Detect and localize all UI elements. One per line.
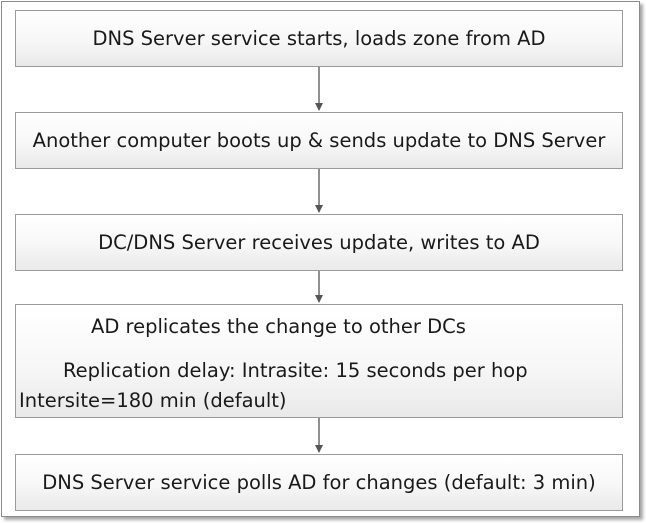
step-box-ad-replicates: AD replicates the change to other DCs Re… — [15, 304, 623, 418]
step-text: DNS Server service polls AD for changes … — [42, 470, 596, 494]
step-text-line: Intersite=180 min (default) — [19, 389, 287, 412]
step-box-dns-server-starts: DNS Server service starts, loads zone fr… — [15, 10, 623, 67]
step-text: DC/DNS Server receives update, writes to… — [98, 230, 540, 254]
step-text-line: AD replicates the change to other DCs — [91, 315, 466, 338]
step-text-line: Replication delay: Intrasite: 15 seconds… — [63, 359, 528, 382]
step-box-dc-writes-to-ad: DC/DNS Server receives update, writes to… — [15, 214, 623, 271]
step-box-computer-sends-update: Another computer boots up & sends update… — [15, 112, 623, 169]
step-text: DNS Server service starts, loads zone fr… — [92, 26, 546, 50]
step-box-dns-polls-ad: DNS Server service polls AD for changes … — [15, 454, 623, 511]
step-text: Another computer boots up & sends update… — [32, 128, 606, 152]
